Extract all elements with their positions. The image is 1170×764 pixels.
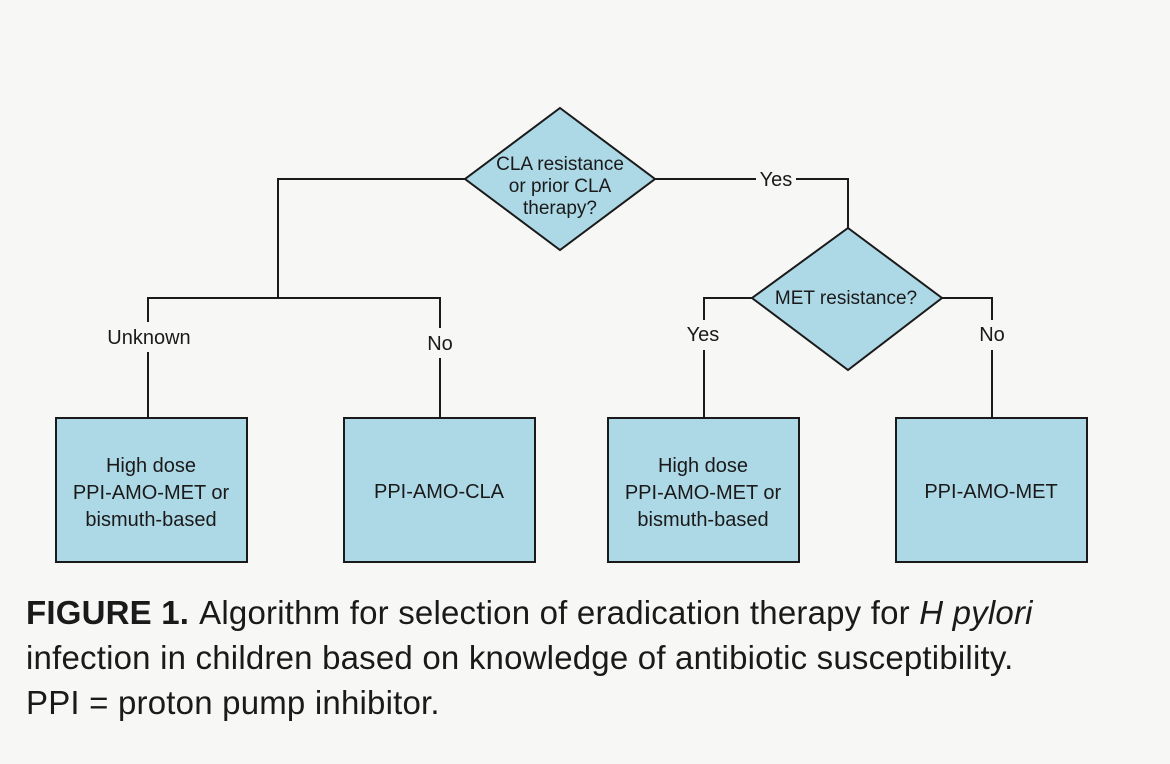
outcome-box-high-dose-right: High dose PPI-AMO-MET or bismuth-based [607, 417, 800, 563]
connector-cla-yes [655, 178, 849, 228]
label-no-left: No [427, 333, 453, 355]
connector-met-yes [703, 297, 752, 418]
connector-left-branch [147, 297, 441, 418]
box1-line-3: bismuth-based [85, 509, 216, 531]
figure-caption: FIGURE 1.Algorithm for selection of erad… [26, 590, 1146, 725]
box1-line-2: PPI-AMO-MET or [73, 482, 230, 504]
decision-cla-line-3: therapy? [523, 198, 597, 219]
decision-cla-line-1: CLA resistance [496, 154, 624, 175]
decision-met-line-1: MET resistance? [775, 288, 917, 309]
decision-cla-line-2: or prior CLA [509, 176, 612, 197]
box3-line-3: bismuth-based [637, 509, 768, 531]
caption-line-1: FIGURE 1.Algorithm for selection of erad… [26, 590, 1146, 635]
label-unknown: Unknown [107, 327, 190, 349]
figure-label: FIGURE 1. [26, 594, 190, 631]
decision-met-resistance: MET resistance? [750, 226, 944, 372]
caption-text-1: Algorithm for selection of eradication t… [199, 594, 920, 631]
decision-cla-diamond [463, 106, 657, 252]
connector-met-no [942, 297, 993, 418]
label-yes-right: Yes [687, 324, 720, 346]
flowchart: CLA resistance or prior CLA therapy? MET… [55, 106, 1088, 563]
outcome-box-ppi-amo-cla: PPI-AMO-CLA [343, 417, 536, 563]
box1-line-1: High dose [106, 455, 196, 477]
decision-met-diamond [750, 226, 944, 372]
decision-cla-resistance: CLA resistance or prior CLA therapy? [463, 106, 657, 252]
label-no-right: No [979, 324, 1005, 346]
caption-italic: H pylori [919, 594, 1033, 631]
caption-line-3: PPI = proton pump inhibitor. [26, 684, 440, 721]
caption-line-2: infection in children based on knowledge… [26, 639, 1014, 676]
label-yes-top: Yes [760, 169, 793, 191]
outcome-box-ppi-amo-met: PPI-AMO-MET [895, 417, 1088, 563]
box2-line-1: PPI-AMO-CLA [374, 481, 505, 503]
outcome-box-high-dose-left: High dose PPI-AMO-MET or bismuth-based [55, 417, 248, 563]
box4-line-1: PPI-AMO-MET [924, 481, 1057, 503]
box3-line-2: PPI-AMO-MET or [625, 482, 782, 504]
connector-cla-left [277, 178, 465, 298]
box3-line-1: High dose [658, 455, 748, 477]
